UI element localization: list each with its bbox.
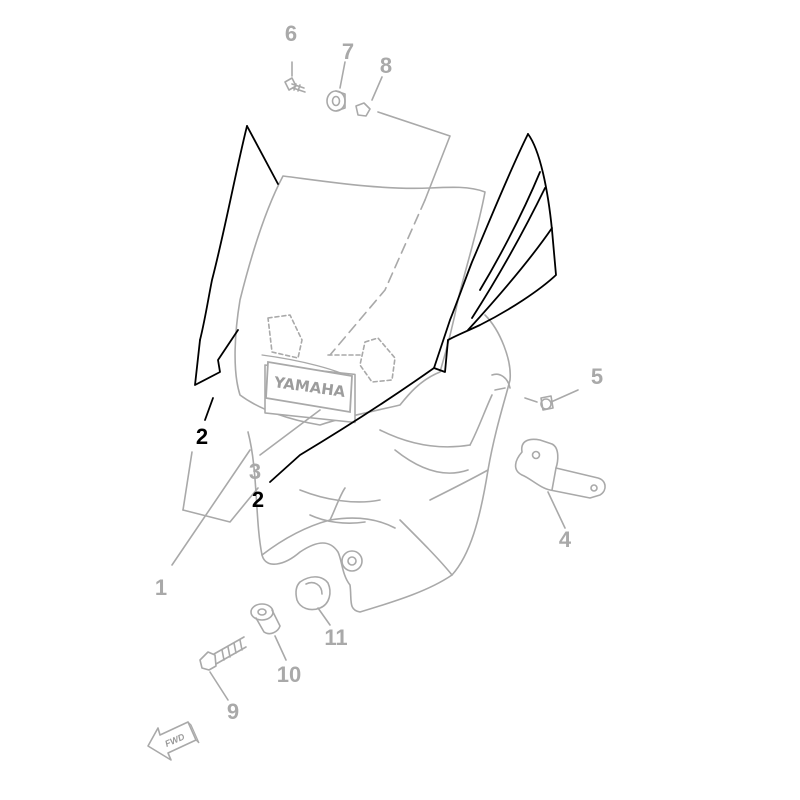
collar-part-10	[250, 603, 287, 661]
callout-part-8: 8	[379, 53, 393, 78]
grommet-part-11	[295, 576, 331, 626]
decal-right-part-2	[269, 133, 557, 483]
callout-part-6: 6	[284, 21, 298, 46]
callout-part-7: 7	[341, 39, 355, 64]
headlight-cowl	[247, 314, 511, 613]
decal-left-part-2	[194, 125, 279, 421]
grommet-part-7	[326, 61, 346, 112]
callout-part-1: 1	[154, 575, 168, 600]
screw-part-6	[284, 61, 306, 93]
bolt-part-5	[524, 389, 579, 411]
callout-part-5: 5	[590, 364, 604, 389]
yamaha-logo-plate: YAMAHA	[265, 360, 353, 414]
bracket-part-4	[514, 438, 606, 529]
callout-part-2-right: 2	[251, 487, 265, 512]
callout-part-9: 9	[226, 699, 240, 724]
callout-part-3: 3	[248, 459, 262, 484]
callout-part-10: 10	[276, 662, 302, 687]
callout-part-11: 11	[324, 625, 348, 650]
forward-direction-arrow: FWD	[147, 721, 200, 761]
callout-part-4: 4	[558, 527, 572, 552]
callout-part-2-left: 2	[195, 424, 209, 449]
bolt-part-9	[199, 636, 247, 701]
nut-part-8	[355, 76, 383, 117]
